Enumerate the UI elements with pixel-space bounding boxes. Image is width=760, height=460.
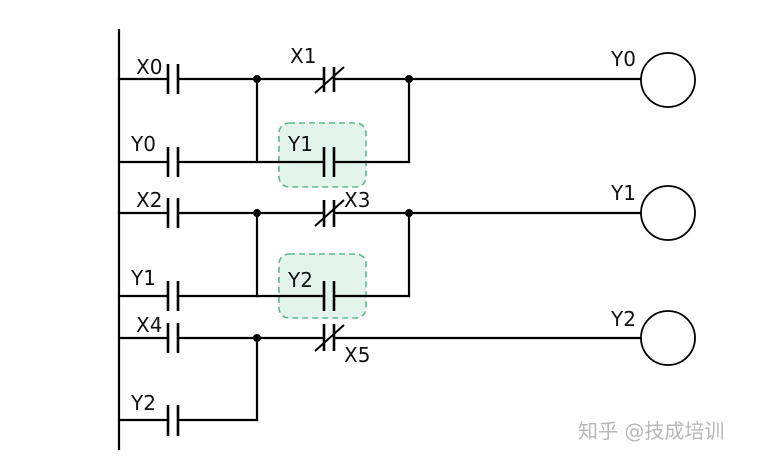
label-y2-interlock: Y2 bbox=[287, 268, 313, 292]
label-coil-y0: Y0 bbox=[610, 47, 636, 71]
label-coil-y1: Y1 bbox=[610, 181, 636, 205]
highlight-box-y2-interlock bbox=[278, 253, 367, 319]
rung-y0: X0 Y0 X1 Y1 Y0 bbox=[117, 44, 696, 177]
rung-y2: X4 Y2 X5 Y2 bbox=[117, 307, 696, 436]
label-y1-interlock: Y1 bbox=[287, 132, 313, 156]
watermark: 知乎 @技成培训 bbox=[578, 419, 724, 443]
label-y2-latch: Y2 bbox=[130, 391, 156, 415]
nc-slash bbox=[314, 199, 345, 227]
label-x5: X5 bbox=[344, 343, 370, 367]
label-x3: X3 bbox=[344, 188, 370, 212]
label-x1: X1 bbox=[290, 44, 316, 68]
coil-y0 bbox=[640, 52, 696, 108]
label-x2: X2 bbox=[136, 188, 162, 212]
coil-y2 bbox=[640, 310, 696, 366]
label-x0: X0 bbox=[136, 55, 162, 79]
label-x4: X4 bbox=[136, 313, 162, 337]
coil-y1 bbox=[640, 185, 696, 241]
label-coil-y2: Y2 bbox=[610, 307, 636, 331]
nc-slash bbox=[314, 324, 345, 352]
rung-y1: X2 Y1 X3 Y2 Y1 bbox=[117, 181, 696, 311]
label-y1-latch: Y1 bbox=[130, 266, 156, 290]
label-y0-latch: Y0 bbox=[130, 132, 156, 156]
highlight-box-y1-interlock bbox=[278, 122, 367, 188]
nc-slash bbox=[314, 66, 345, 94]
